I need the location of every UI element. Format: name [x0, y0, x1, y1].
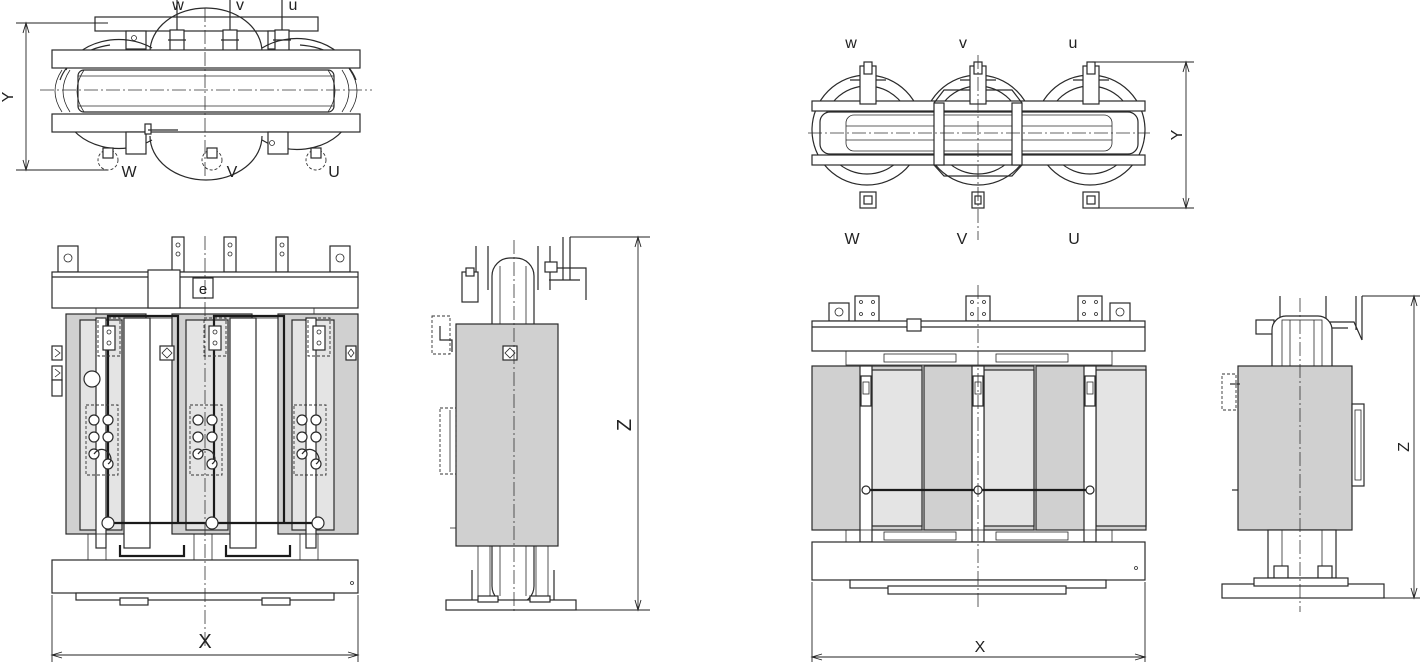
hv-label-v-right: V — [957, 231, 968, 248]
hv-label-u: U — [328, 164, 340, 181]
left-side-view: Z — [431, 235, 650, 614]
right-top-y-dimension — [1092, 60, 1194, 210]
earth-symbol: e — [199, 281, 207, 298]
hv-label-w-right: W — [844, 231, 860, 248]
left-side-z-label: Z — [614, 419, 636, 431]
left-front-x-dimension — [50, 595, 360, 662]
tap-changer-blocks — [85, 404, 327, 476]
left-front-x-label: X — [198, 631, 211, 653]
left-top-y-dimension — [16, 21, 108, 172]
right-front-view: X — [810, 285, 1147, 662]
hv-label-u-right: U — [1068, 231, 1080, 248]
right-front-x-label: X — [975, 639, 986, 656]
lv-label-u: u — [289, 0, 298, 14]
hv-label-w: W — [121, 164, 137, 181]
left-top-y-label: Y — [0, 91, 17, 102]
lv-label-u-right: u — [1069, 35, 1078, 52]
lv-label-v: v — [236, 0, 244, 14]
right-top-y-label: Y — [1169, 129, 1186, 140]
lv-label-v-right: v — [959, 35, 967, 52]
right-front-x-dimension — [810, 582, 1147, 662]
right-top-view: Y w v u W V U — [808, 35, 1194, 248]
left-front-view: e — [50, 236, 360, 662]
right-side-view: Z — [1221, 294, 1420, 612]
lv-label-w: w — [171, 0, 184, 14]
lv-label-w-right: w — [844, 35, 857, 52]
left-top-view: Y w v u W V U — [0, 0, 372, 181]
right-side-z-label: Z — [1396, 442, 1413, 452]
left-side-z-dimension — [570, 235, 650, 612]
hv-label-v: V — [227, 164, 238, 181]
right-side-z-dimension — [1362, 294, 1420, 600]
